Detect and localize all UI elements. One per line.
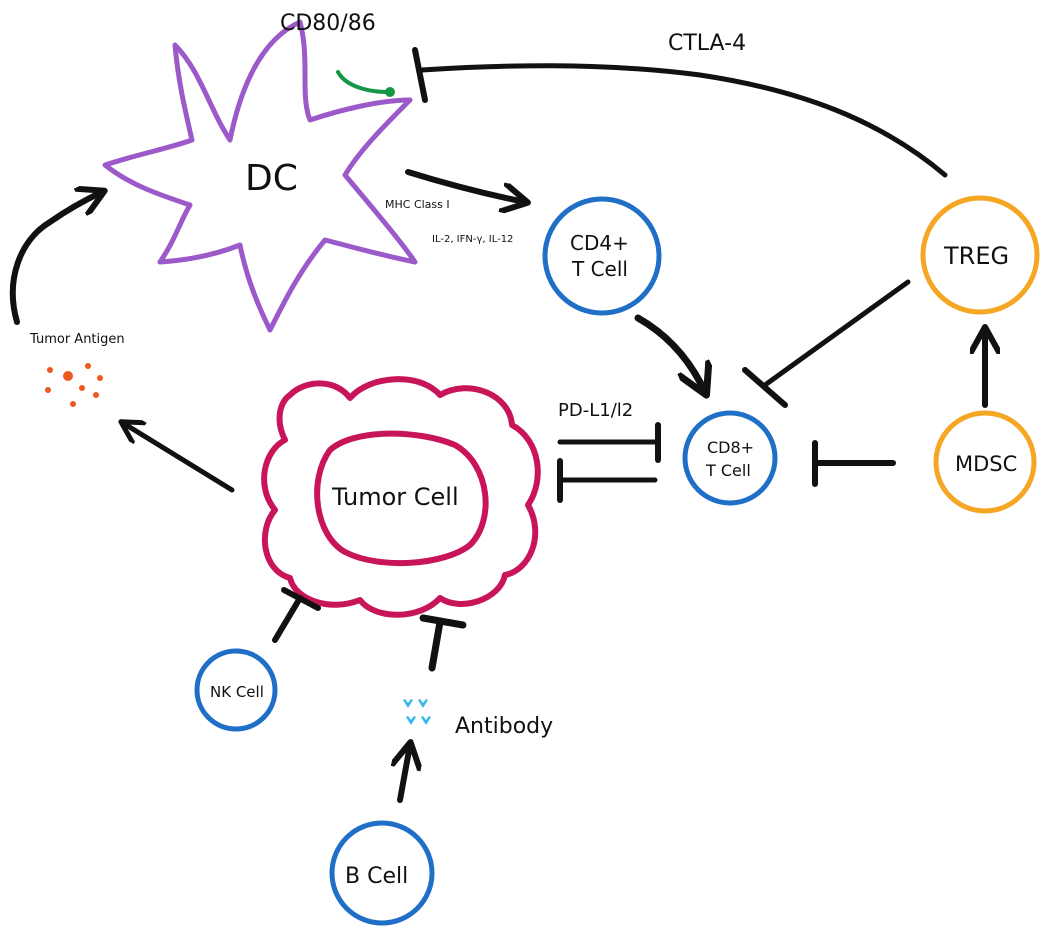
mdsc-cell	[933, 410, 1037, 514]
cd4-label-line2: T Cell	[571, 257, 628, 281]
bcell-to-antibody-arrow	[400, 745, 410, 803]
cd4-label-line1: CD4+	[570, 231, 629, 255]
treg-to-cd8-inhibition-bar	[742, 367, 788, 408]
cd8-label-line1: CD8+	[707, 438, 754, 457]
antibody-to-tumor-inhibition-bar	[419, 614, 467, 629]
antibody-icon	[403, 699, 431, 725]
treg-to-cd8-inhibition-line	[762, 279, 911, 388]
nk-cell	[194, 648, 278, 732]
nk-to-tumor-inhibition-bar	[281, 587, 321, 611]
tumor-antigen-label: Tumor Antigen	[29, 332, 125, 347]
ctla4-label: CTLA-4	[668, 31, 746, 56]
cd80-86-label: CD80/86	[280, 11, 376, 36]
cd4-to-cd8-arrow	[634, 314, 705, 392]
mdsc-label: MDSC	[955, 452, 1017, 476]
treg-cell	[920, 195, 1040, 315]
dendritic-cell	[102, 19, 418, 333]
tumor-cell-label: Tumor Cell	[331, 483, 459, 511]
nk-cell-label: NK Cell	[210, 683, 264, 701]
dc-to-cd4-arrow	[405, 169, 525, 202]
cd8-label-line2: T Cell	[705, 461, 751, 480]
tumor-to-antigen-arrow	[123, 423, 235, 493]
cd80-86-ligand	[336, 70, 390, 94]
b-cell-label: B Cell	[345, 864, 408, 889]
tumor-antigen-particles	[45, 363, 103, 407]
antigen-to-dc-arrow	[9, 192, 102, 325]
b-cell	[329, 820, 435, 926]
antibody-label: Antibody	[455, 714, 553, 739]
ctla4-inhibition-line	[419, 63, 948, 178]
cd80-86-ligand-head	[385, 87, 395, 97]
cd8-t-cell	[682, 410, 778, 506]
treg-label: TREG	[943, 242, 1009, 270]
cytokines-label: IL-2, IFN-γ, IL-12	[432, 234, 513, 245]
dc-label: DC	[245, 158, 298, 199]
ctla4-inhibition-bar	[412, 47, 428, 103]
pdl1-label: PD-L1/l2	[558, 400, 633, 421]
tumor-cell-outer	[261, 376, 541, 618]
tumor-cell-nucleus	[314, 430, 489, 567]
cd4-t-cell	[542, 196, 662, 316]
antibody-to-tumor-inhibition-line	[428, 618, 444, 672]
mhc-label: MHC Class I	[385, 198, 450, 211]
nk-to-tumor-inhibition-line	[272, 595, 303, 643]
